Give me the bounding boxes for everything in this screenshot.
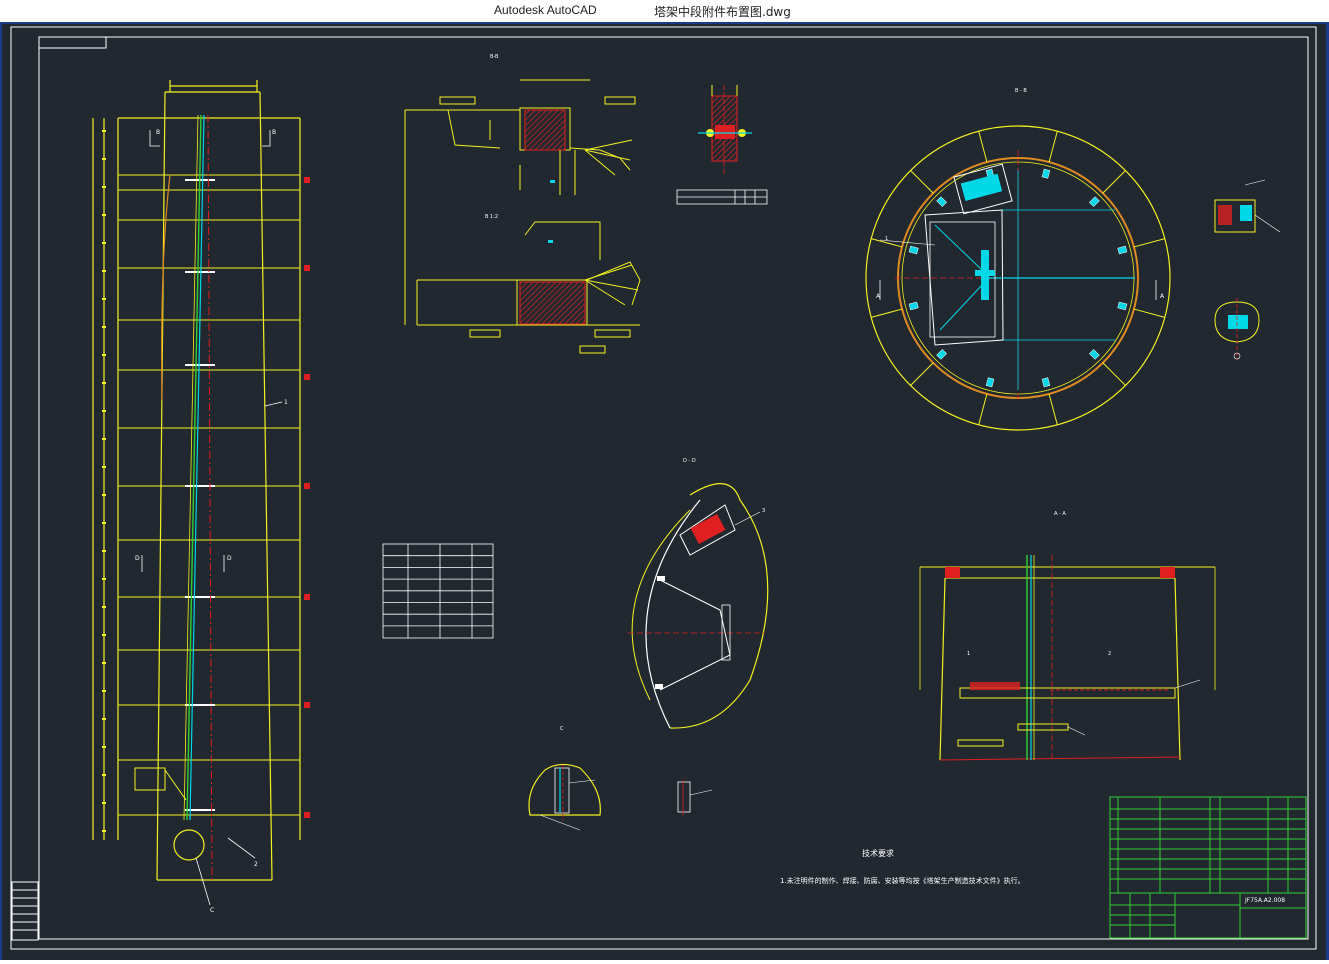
technical-notes: 技术要求 1.未注明件的制作、焊接、防腐、安装等均按《塔架生产制造技术文件》执行… bbox=[780, 848, 1025, 885]
aa-balloon-1: 1 bbox=[967, 651, 970, 657]
app-name: Autodesk AutoCAD bbox=[494, 3, 597, 17]
flange-detail-view[interactable]: B-B B 1:2 bbox=[404, 54, 641, 354]
flange-detail-markers bbox=[548, 180, 555, 243]
window-border-right bbox=[1326, 22, 1329, 960]
svg-text:B - B: B - B bbox=[1015, 88, 1027, 94]
tower-balloon-1: 1 bbox=[284, 399, 288, 406]
window-border-left bbox=[0, 22, 2, 960]
parts-table[interactable] bbox=[382, 543, 494, 639]
notes-title: 技术要求 bbox=[862, 848, 894, 858]
plan-mark-a-left: A bbox=[876, 293, 881, 300]
drawing-svg[interactable]: C 2 1 B B D D B-B B 1:2 bbox=[2, 24, 1326, 960]
section-aa-view[interactable]: A - A 1 2 bbox=[919, 511, 1216, 761]
svg-text:B-B: B-B bbox=[490, 54, 499, 60]
section-mark-b-right: B bbox=[272, 129, 276, 136]
section-mark-d-left: D bbox=[135, 555, 140, 562]
plan-balloon-1: 1 bbox=[885, 236, 888, 242]
dd-balloon-3: 3 bbox=[762, 508, 765, 514]
section-dd-view[interactable]: D - D 3 bbox=[628, 458, 769, 729]
tower-elevation-view[interactable]: C 2 1 B B D D bbox=[92, 80, 310, 914]
drawing-canvas[interactable]: C 2 1 B B D D B-B B 1:2 bbox=[2, 24, 1326, 960]
section-mark-d-right: D bbox=[227, 555, 232, 562]
section-aa-title: A - A bbox=[1054, 511, 1066, 517]
bolt-detail-view[interactable] bbox=[676, 85, 768, 205]
title-bar: Autodesk AutoCAD 塔架中段附件布置图.dwg bbox=[0, 0, 1329, 22]
svg-text:B 1:2: B 1:2 bbox=[485, 214, 498, 220]
file-name: 塔架中段附件布置图.dwg bbox=[654, 5, 791, 19]
section-dd-title: D - D bbox=[683, 458, 696, 464]
window-border-top bbox=[0, 22, 1329, 24]
section-c-detail[interactable]: C bbox=[528, 726, 713, 831]
plan-mark-a-right: A bbox=[1160, 293, 1165, 300]
title-block[interactable]: JF75A.A2.008 bbox=[1109, 796, 1307, 939]
notes-line-1: 1.未注明件的制作、焊接、防腐、安装等均按《塔架生产制造技术文件》执行。 bbox=[780, 876, 1025, 885]
section-mark-b-left: B bbox=[156, 129, 160, 136]
title-block-code: JF75A.A2.008 bbox=[1244, 897, 1285, 904]
section-c-title: C bbox=[560, 726, 564, 732]
small-bracket-details[interactable] bbox=[1214, 179, 1281, 360]
tower-balloon-c: C bbox=[210, 907, 214, 914]
tower-balloon-2: 2 bbox=[254, 861, 258, 868]
aa-balloon-2: 2 bbox=[1108, 651, 1111, 657]
drawing-frame bbox=[10, 26, 1317, 950]
platform-plan-view[interactable]: B - B 1 A A bbox=[865, 88, 1171, 431]
